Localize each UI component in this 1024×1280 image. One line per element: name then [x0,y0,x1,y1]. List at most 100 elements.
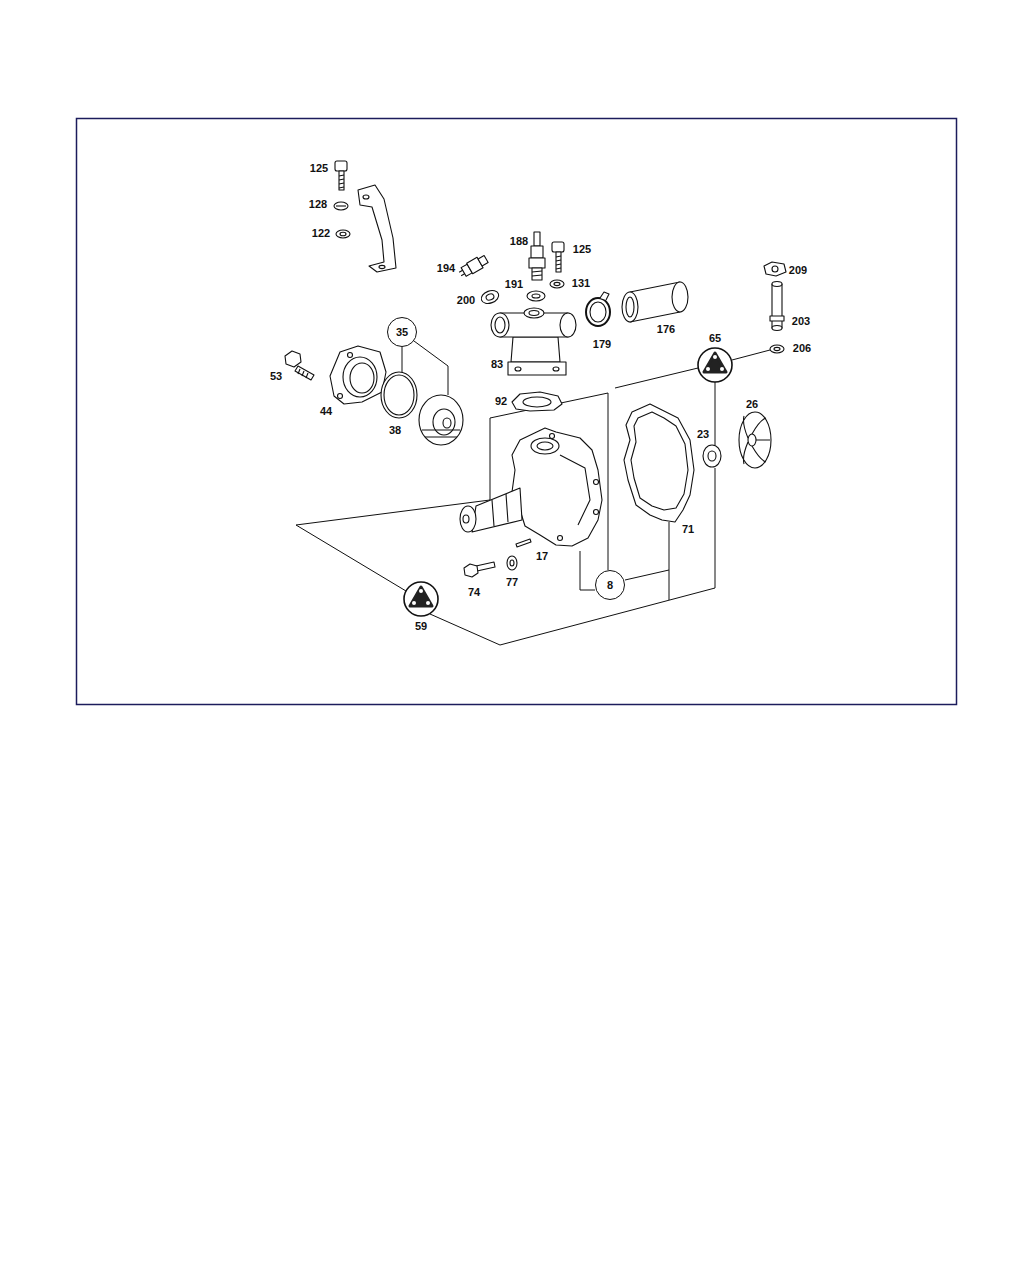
washer [479,288,500,305]
cover [330,346,386,404]
water-pump [460,428,602,546]
washer-shape [550,280,564,288]
water-pump-shape [594,510,599,515]
callout-number: 77 [506,576,518,588]
water-pump-shape [560,455,590,525]
bracket-shape [379,265,385,268]
icon-circle [698,348,732,382]
water-pump-shape [472,488,522,532]
bolt-shape [285,351,301,367]
callout-number: 65 [709,332,721,344]
callout-number: 74 [468,586,480,598]
callout-number: 209 [789,264,807,276]
washer-shape [527,291,545,301]
leader-lines-shape [669,522,670,600]
callout-number: 125 [573,243,591,255]
callout-number: 206 [793,342,811,354]
thermostat-housing [491,308,576,375]
callout-number: 17 [536,550,548,562]
leader-lines-shape [608,393,609,570]
thermostat-housing-shape [495,317,505,333]
bolt-shape [298,369,308,378]
leader-lines-shape [732,350,770,360]
washer-shape [774,347,780,350]
hose-clamp-shape [600,292,609,300]
pipe-shape [770,316,784,321]
washer-shape [507,556,517,570]
thermostat-housing-shape [529,311,539,316]
callout-number: 122 [312,227,330,239]
bolt [335,161,347,190]
washer-shape [485,293,495,301]
washer-shape [336,205,346,206]
stud-shape [516,539,531,547]
leader-lines-shape [414,341,448,395]
bolt-shape [556,256,561,269]
clip-shape [764,262,786,276]
sensor [529,232,545,280]
bolt-shape [476,562,495,571]
pipe-shape [772,282,782,287]
sensor-shape [478,256,488,266]
reference-icon [696,346,734,384]
o-ring-shape [381,372,417,418]
stud [516,539,531,547]
thermostat-housing-shape [511,337,560,362]
pipe [770,282,784,331]
bolt-shape [295,366,314,380]
water-pump-shape [594,480,599,485]
parts [285,161,786,577]
sensor-shape [459,270,464,275]
reference-icon [698,348,732,382]
water-pump-shape [531,438,559,454]
callout-number: 200 [457,294,475,306]
sensor-shape [534,232,540,246]
sensor-shape [532,268,542,280]
impeller-shape [748,434,756,446]
clip-shape [772,266,778,272]
icon-dot [419,589,423,593]
leader-lines [296,341,770,645]
hose-clamp [586,292,610,326]
leader-lines-shape [402,347,403,372]
washer [527,291,545,301]
water-pump-shape [537,442,553,450]
callout-number: 38 [389,424,401,436]
gasket [512,392,562,411]
cover-shape [330,346,386,404]
callout-number: 125 [310,162,328,174]
callout-number: 83 [491,358,503,370]
hose-clamp-shape [586,298,610,326]
washer [770,345,784,353]
icon-triangle [704,353,726,372]
hose [622,282,688,322]
gasket [624,404,694,522]
reference-symbol: 59 [402,580,440,634]
gasket-shape [512,392,562,411]
thermostat-shape [422,430,460,437]
washer-shape [479,288,500,305]
bolt-shape [335,161,347,171]
washer-shape [334,202,348,210]
bracket-shape [358,185,396,272]
callout-number: 23 [697,428,709,440]
leader-lines-shape [625,570,669,580]
leader-lines-shape [580,551,595,590]
icon-triangle [410,587,432,606]
callout-number: 194 [437,262,455,274]
water-pump-shape [550,434,555,439]
bolt [464,562,495,577]
seal-shape [703,445,721,467]
water-pump-shape [558,536,563,541]
cover-shape [348,353,353,358]
water-pump-shape [512,428,602,546]
callout-number: 203 [792,315,810,327]
cover-shape [350,363,374,393]
leader-lines-shape [615,368,698,388]
clip [764,262,786,276]
washer-shape [510,560,514,566]
thermostat-housing-shape [560,313,576,337]
o-ring-shape [384,375,414,415]
